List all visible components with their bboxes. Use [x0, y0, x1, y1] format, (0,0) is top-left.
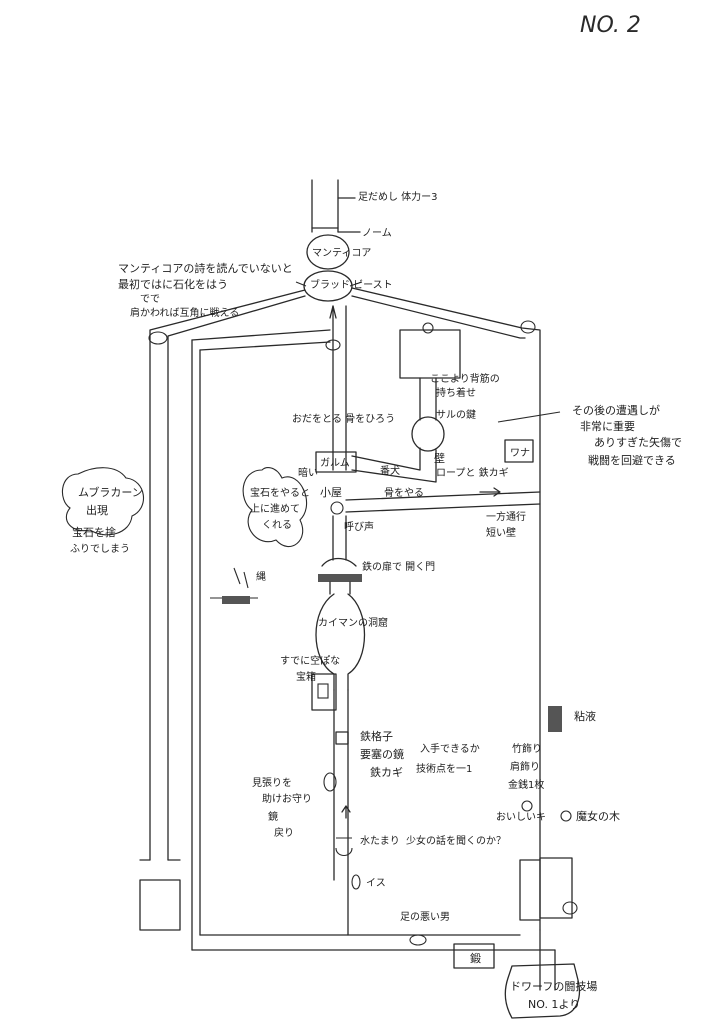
braukan-label-1: ムブラカーン — [78, 485, 143, 499]
bamboo-label-3: 金銭1枚 — [508, 778, 544, 791]
page-number: NO. 2 — [580, 13, 641, 38]
rubble-label-2: 助けお守り — [262, 792, 312, 805]
bottom-left-room — [139, 879, 181, 931]
hand-note-label: 入手できるか — [420, 742, 480, 755]
caiman-cave-label: カイマンの洞窟 — [318, 616, 388, 629]
chair-marker — [351, 874, 361, 890]
gem-note-1: 宝石をやると — [250, 486, 310, 499]
dwarf-label-1: ドワーフの闘技場 — [510, 980, 597, 993]
nome-label: ノーム — [362, 227, 392, 239]
rubble-label-1: 見張りを — [252, 777, 292, 789]
bone-label: 骨をやる — [384, 487, 424, 499]
strength-label-1: ここより背筋の — [430, 372, 500, 385]
right-diagonal-corridor — [351, 287, 541, 931]
gem-note-3: くれる — [262, 519, 292, 531]
cripple-label: 足の悪い男 — [400, 911, 450, 923]
gem-note-2: 上に進めて — [250, 503, 300, 515]
treasure-box — [311, 673, 337, 711]
trap-label: ワナ — [510, 447, 530, 459]
bottom-right-room — [519, 857, 578, 991]
junction-marker — [330, 501, 344, 515]
combat-note-1: その後の遭遇しが — [572, 403, 660, 417]
manticore-note-1: マンティコアの詩を読んでいないと — [118, 261, 293, 275]
chair-label: イス — [366, 878, 386, 889]
trap-box — [504, 439, 534, 463]
caiman-cave — [315, 593, 366, 691]
dwarf-arena-box — [504, 963, 581, 1019]
main-corridor — [329, 305, 347, 471]
combat-note-3: ありすぎた矢傷で — [594, 435, 682, 449]
dwarf-label-2: NO. 1より — [528, 998, 580, 1011]
gem-note-cloud — [242, 467, 307, 547]
combat-note-2: 非常に重要 — [580, 419, 635, 433]
lower-corridor — [323, 689, 351, 936]
inner-loop — [191, 329, 556, 951]
iron-gate-label: 鉄の扉で 開く門 — [362, 560, 435, 573]
cripple-marker — [409, 934, 427, 946]
mirror-label-2: 戻り — [274, 826, 294, 839]
iron-bars-label: 鉄格子 — [360, 729, 393, 743]
manticore-room — [295, 234, 363, 302]
mirror-label-1: 鏡 — [268, 810, 278, 823]
fortress-mirror-label: 要塞の鏡 — [360, 747, 404, 761]
witch-tree-label: 魔女の木 — [576, 809, 620, 823]
iron-key-label: 鉄カギ — [370, 765, 403, 779]
puddle-marker — [335, 837, 353, 857]
one-way-label-2: 短い壁 — [486, 526, 516, 539]
blood-beast-label: ブラッド ビースト — [310, 278, 393, 291]
manticore-note-4: 肩かわれば互角に戦える — [130, 306, 239, 319]
dropcap-label: 呼び声 — [344, 520, 374, 533]
rope-key-label: ロープと 鉄カギ — [436, 466, 509, 479]
watchdog-label: 番犬 — [380, 464, 400, 477]
small-dog-label: ガルム — [320, 457, 350, 469]
manticore-note-3: でで — [140, 294, 160, 305]
combat-note-4: 戦闘を回避できる — [588, 453, 676, 467]
top-corridor-label: 足だめし 体力ー3 — [358, 190, 438, 203]
dark-label: 暗い — [298, 466, 318, 479]
bamboo-label-2: 肩飾り — [510, 760, 540, 773]
left-diagonal-corridor — [139, 289, 306, 861]
already-empty-label: すでに空ぽな — [280, 654, 340, 667]
braukan-label-2: 出現 — [86, 503, 108, 517]
merchant-label: 鍛 — [470, 951, 481, 965]
puddle-label: 水たまり — [360, 835, 400, 847]
top-corridor — [311, 179, 361, 233]
bamboo-label-1: 竹飾り — [512, 742, 542, 755]
shiitake-marker — [521, 800, 533, 812]
question-label: 少女の話を聞くのか？ — [406, 834, 506, 847]
braukan-label-3: 宝石を捨 — [72, 525, 116, 539]
one-way-passage — [345, 487, 541, 513]
watchdog-corridor — [351, 447, 437, 483]
treasure-box-label: 宝箱 — [296, 670, 316, 683]
ladder-marker — [210, 567, 258, 604]
strength-label-3: サルの鍵 — [436, 408, 476, 421]
shiitake-label: おいしいキ — [496, 811, 546, 823]
manticore-label: マンティコア — [312, 248, 371, 259]
strength-room — [399, 329, 461, 452]
poison-dart-label: おだをとる 骨をひろう — [292, 413, 395, 425]
hut-label: 小屋 — [320, 486, 342, 499]
braukan-cloud — [61, 467, 145, 536]
braukan-label-4: ふりでしまう — [70, 543, 130, 555]
ladder-label: 縄 — [256, 570, 266, 583]
sticky-marker — [548, 706, 562, 732]
skill-note-label: 技術点を一1 — [416, 762, 472, 775]
manticore-note-2: 最初ではに石化をはう — [118, 277, 228, 291]
one-way-label-1: 一方通行 — [486, 510, 526, 523]
sticky-label: 粘液 — [574, 709, 596, 723]
middle-corridor — [318, 515, 362, 595]
witch-tree-marker — [560, 810, 572, 822]
small-dog-box — [315, 451, 357, 473]
strength-label-2: 持ち着せ — [436, 386, 476, 399]
merchant-box — [453, 943, 495, 969]
wall-label: 壁 — [434, 451, 445, 465]
